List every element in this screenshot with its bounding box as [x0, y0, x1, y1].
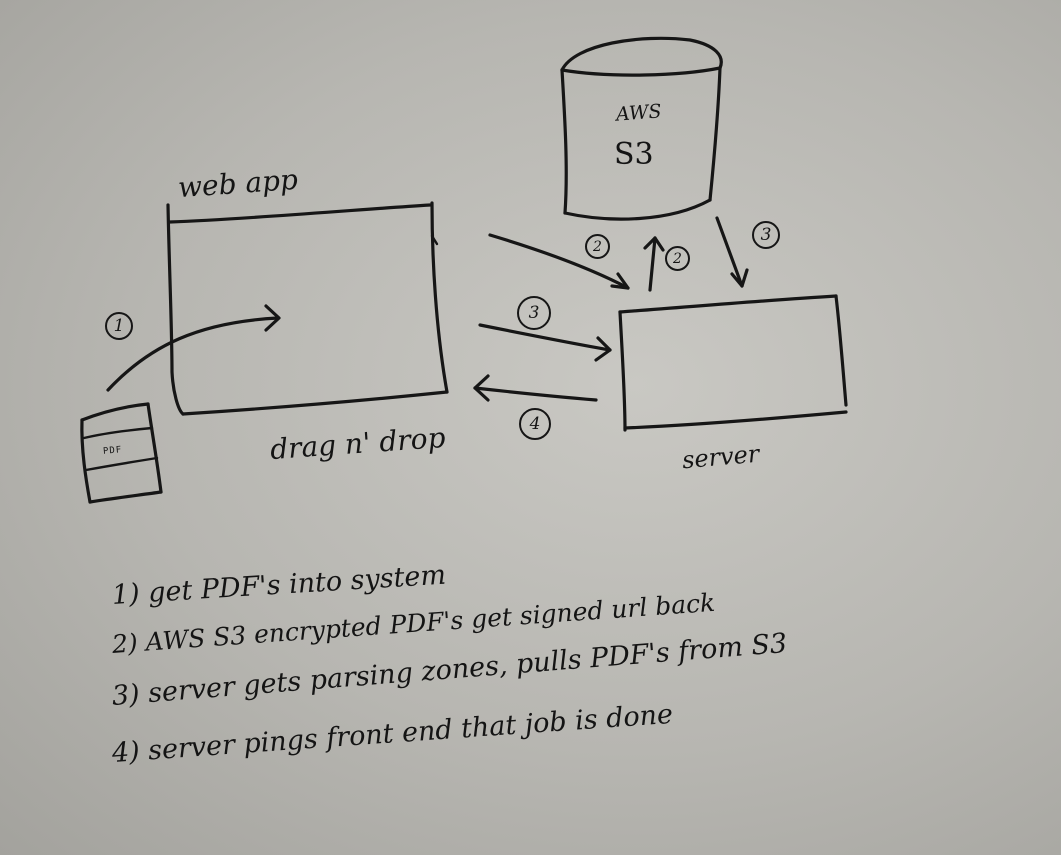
- pdf-file-icon: [80, 402, 163, 504]
- notify-arrow: [473, 374, 598, 402]
- upload-arrow: [106, 304, 281, 392]
- step-2-badge-s3: 2: [665, 246, 690, 271]
- server-caption: server: [680, 439, 761, 475]
- s3-cylinder: [560, 36, 723, 221]
- web-app-title: web app: [176, 162, 299, 205]
- parse-zones-arrow: [478, 323, 612, 362]
- web-app-box: [166, 201, 449, 416]
- s3-label-line1: AWS: [615, 100, 663, 126]
- s3-label-line2: S3: [614, 137, 654, 172]
- step-4-badge: 4: [519, 408, 551, 440]
- pdf-file-label: PDF: [102, 445, 123, 457]
- step-3-badge-s3: 3: [752, 221, 780, 249]
- step-1-badge: 1: [105, 312, 133, 340]
- server-to-s3-arrow: [643, 236, 665, 292]
- step-2-badge-webapp: 2: [585, 234, 610, 259]
- server-box: [618, 294, 848, 432]
- s3-to-server-arrow: [715, 216, 749, 288]
- step-3-badge-parse: 3: [517, 296, 551, 330]
- webapp-to-server-arrow: [488, 233, 630, 290]
